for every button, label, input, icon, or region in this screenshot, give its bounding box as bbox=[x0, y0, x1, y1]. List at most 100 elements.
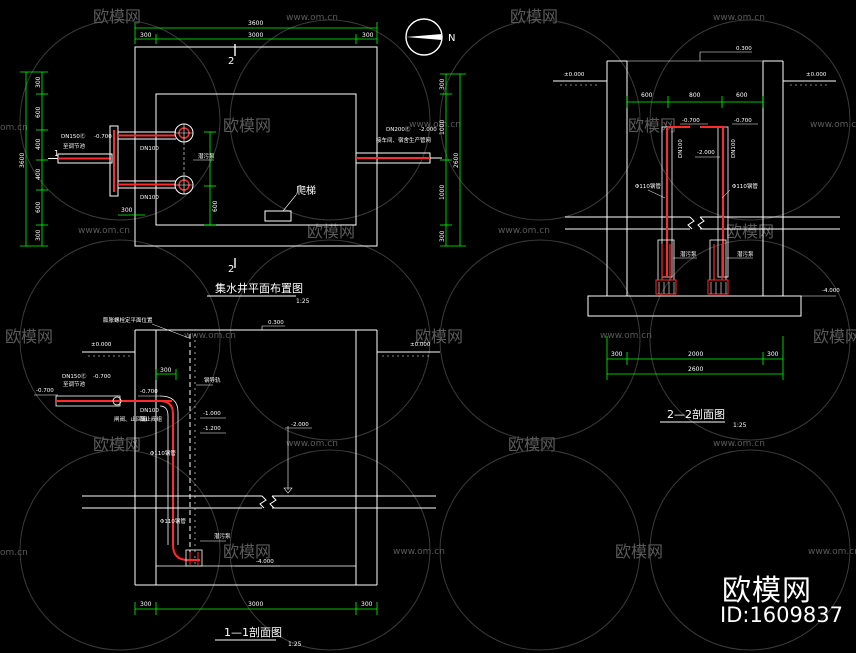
watermark-site: www.om.cn bbox=[600, 331, 652, 341]
plan-dim-middle: 3000 bbox=[248, 32, 263, 39]
s11-scale: 1:25 bbox=[288, 641, 302, 648]
plan-manifold bbox=[109, 125, 176, 197]
watermark-site: www.om.cn bbox=[713, 13, 765, 23]
plan-inner-600: 600 bbox=[212, 200, 219, 212]
plan-dn150-label: DN150Ⓔ bbox=[61, 132, 86, 140]
watermark-brand: 欧模网 bbox=[813, 327, 856, 346]
plan-right-c: 1000 bbox=[439, 185, 446, 200]
s22-pipe-b: Φ110钢管 bbox=[732, 182, 758, 190]
watermark-site: om.cn bbox=[0, 123, 28, 133]
plan-inner-300: 300 bbox=[121, 207, 133, 214]
plan-left-a: 300 bbox=[35, 76, 42, 88]
plan-left-b: 600 bbox=[35, 106, 42, 118]
s11-dn100: DN100 bbox=[140, 408, 159, 414]
plan-ladder-label: 爬梯 bbox=[296, 184, 316, 197]
watermark-site: www.om.cn bbox=[810, 120, 856, 130]
watermark-brand: 欧模网 bbox=[628, 116, 676, 135]
plan-ladder bbox=[264, 210, 292, 222]
s22-dim-total: 2600 bbox=[688, 366, 703, 373]
s11-elev-1200: -1.200 bbox=[203, 426, 221, 432]
watermark-rings bbox=[19, 19, 851, 651]
s22-pump-right bbox=[707, 239, 729, 295]
watermark-brand: 欧模网 bbox=[508, 435, 556, 454]
plan-pump-upper bbox=[174, 123, 194, 143]
plan-dim-total: 3600 bbox=[248, 20, 263, 27]
plan-section-mark-1: 1 bbox=[54, 149, 59, 158]
s22-dim-bottom-right: 300 bbox=[767, 351, 779, 358]
s11-dim-300: 300 bbox=[160, 367, 172, 374]
s22-dn100-a: DN100 bbox=[678, 139, 684, 158]
s11-valve-note2: 截止阀组 bbox=[140, 415, 163, 423]
watermark-brand: 欧模网 bbox=[93, 7, 141, 26]
plan-dn200-pipe bbox=[355, 152, 442, 164]
plan-left-d: 400 bbox=[35, 168, 42, 180]
s22-pump-a: 潜污泵 bbox=[680, 250, 697, 258]
s11-left-elev: -0.700 bbox=[36, 388, 54, 394]
plan-dn100-a: DN100 bbox=[140, 146, 159, 152]
s11-pipe-note2: Φ110钢管 bbox=[160, 517, 186, 525]
watermark-site: www.om.cn bbox=[713, 439, 765, 449]
s11-steel-note: 钢导轨 bbox=[204, 376, 221, 384]
watermark-site: www.om.cn bbox=[393, 547, 445, 557]
s11-pump-note: 潜污泵 bbox=[214, 532, 231, 540]
plan-right-total: 2600 bbox=[453, 153, 460, 168]
watermark-brand: 欧模网 bbox=[93, 435, 141, 454]
s22-ground-left: ±0.000 bbox=[564, 72, 585, 78]
plan-right-a: 300 bbox=[439, 78, 446, 90]
plan-left-e: 600 bbox=[35, 201, 42, 213]
plan-dn200-elev: -2.000 bbox=[419, 127, 437, 133]
s22-title: 2—2剖面图 bbox=[667, 407, 725, 421]
plan-right-dimensions bbox=[440, 73, 466, 247]
plan-inner-wall bbox=[155, 93, 357, 226]
s11-ground-right: ±0.000 bbox=[410, 342, 431, 348]
plan-dn200-label: DN200Ⓔ bbox=[386, 125, 411, 133]
plan-dn100-b: DN100 bbox=[140, 195, 159, 201]
s22-elev-b: -0.700 bbox=[734, 118, 752, 124]
plan-scale: 1:25 bbox=[296, 298, 310, 305]
s11-title: 1—1剖面图 bbox=[224, 625, 282, 639]
watermark-brand: 欧模网 bbox=[5, 327, 53, 346]
s11-mid-elev: -0.700 bbox=[140, 389, 158, 395]
s11-dn150-elev: -0.700 bbox=[93, 374, 111, 380]
watermark-site: www.om.cn bbox=[409, 120, 461, 130]
s22-top-elev: 0.300 bbox=[736, 46, 752, 52]
s11-valve-note: 闸阀、止回阀 bbox=[114, 415, 147, 423]
plan-dn150-desc: 至调节池 bbox=[63, 142, 86, 150]
plan-section-2-top: 2 bbox=[228, 56, 234, 67]
watermark-brand: 欧模网 bbox=[415, 327, 463, 346]
plan-pump-lower bbox=[174, 175, 194, 195]
s22-dim-b: 800 bbox=[689, 92, 701, 99]
s22-riser-right bbox=[700, 126, 729, 278]
north-arrow-icon bbox=[405, 18, 443, 56]
s11-support-note: 膨胀螺栓定平面位置 bbox=[103, 316, 153, 324]
watermark-brand: 欧模网 bbox=[223, 116, 271, 135]
watermark-brand: 欧模网 bbox=[223, 542, 271, 561]
s11-dn150-label: DN150Ⓔ bbox=[62, 372, 87, 380]
plan-left-f: 300 bbox=[35, 229, 42, 241]
section-2-2: ±0.000 ±0.000 0.300 600 800 600 bbox=[553, 46, 840, 429]
watermark-site: www.om.cn bbox=[808, 547, 856, 557]
watermark-site: www.om.cn bbox=[286, 439, 338, 449]
s11-pump bbox=[185, 549, 203, 567]
s11-ground-left: ±0.000 bbox=[91, 342, 112, 348]
s22-dim-bottom-left: 300 bbox=[611, 351, 623, 358]
model-id-text: ID:1609837 bbox=[720, 603, 843, 627]
s22-elev-2000: -2.000 bbox=[697, 150, 715, 156]
compass-n-label: N bbox=[448, 33, 455, 44]
s11-top-elev: 0.300 bbox=[268, 320, 284, 326]
plan-dim-right: 300 bbox=[362, 32, 374, 39]
s22-elev-a: -0.700 bbox=[682, 118, 700, 124]
s22-scale: 1:25 bbox=[733, 422, 747, 429]
s22-dim-c: 600 bbox=[736, 92, 748, 99]
watermark-site: www.om.cn bbox=[184, 331, 236, 341]
plan-title: 集水井平面布置图 bbox=[215, 281, 303, 295]
s11-bottom-elev: -4.000 bbox=[256, 559, 274, 565]
s22-riser-left bbox=[661, 126, 690, 278]
watermark-brand: 欧模网 bbox=[726, 222, 774, 241]
watermark-brand: 欧模网 bbox=[615, 542, 663, 561]
s22-dn100-b: DN100 bbox=[731, 139, 737, 158]
plan-right-b: 1000 bbox=[439, 120, 446, 135]
watermark-site: om.cn bbox=[0, 548, 28, 558]
plan-right-d: 300 bbox=[439, 230, 446, 242]
